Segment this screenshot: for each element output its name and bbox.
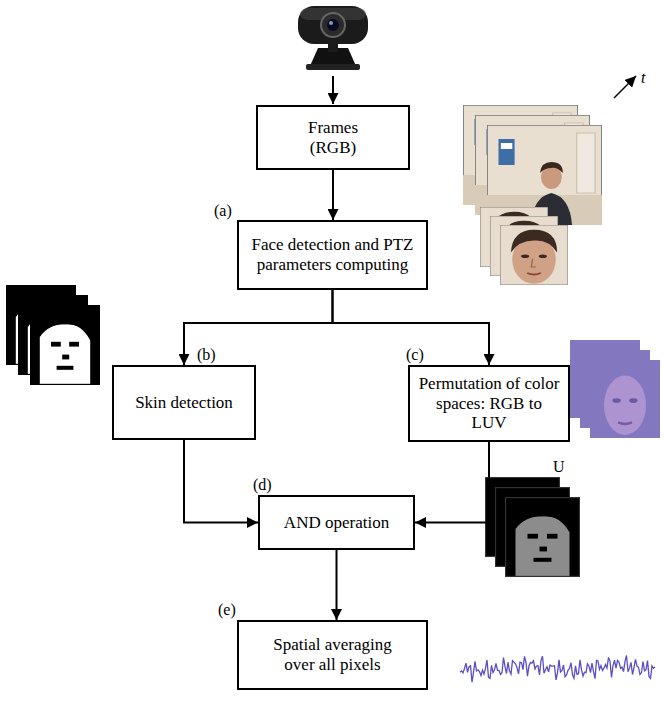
- node-text: Permutation of color spaces: RGB to LUV: [417, 374, 561, 433]
- node-text: AND operation: [284, 513, 389, 533]
- node-text: Face detection and PTZ parameters comput…: [247, 235, 419, 274]
- callout-label: (a): [214, 203, 232, 219]
- signal-waveform: [460, 655, 655, 682]
- face-thumbnails: [480, 207, 568, 285]
- flow-arrow: [332, 170, 334, 220]
- skin-mask-thumbnails: [6, 285, 100, 385]
- callout-label: (d): [253, 477, 272, 493]
- channel-label: U: [553, 459, 565, 475]
- axis-label: t: [641, 70, 645, 86]
- callout-label: (e): [218, 602, 236, 618]
- u-channel-thumbnails: [485, 477, 580, 577]
- callout-label: (c): [406, 347, 424, 363]
- time-arrow: [614, 76, 636, 98]
- flow-arrow: [184, 440, 258, 523]
- flow-arrow: [333, 290, 490, 365]
- operation-box: AND operation: [258, 495, 415, 550]
- flow-arrow: [184, 290, 333, 365]
- input-box: Frames (RGB): [256, 105, 410, 170]
- node-text: Skin detection: [135, 393, 233, 413]
- node-text: Frames (RGB): [293, 118, 373, 157]
- process-box: Skin detection: [112, 365, 256, 440]
- webcam-icon: [298, 6, 368, 70]
- output-box: Spatial averaging over all pixels: [237, 620, 428, 690]
- process-box: Face detection and PTZ parameters comput…: [237, 220, 428, 290]
- node-text: Spatial averaging over all pixels: [258, 635, 408, 674]
- input-arrow: [332, 76, 334, 104]
- flow-arrow: [336, 550, 338, 620]
- luv-thumbnails: [570, 340, 660, 438]
- flow-arrow: [415, 442, 489, 523]
- callout-label: (b): [197, 347, 216, 363]
- process-box: Permutation of color spaces: RGB to LUV: [408, 365, 570, 442]
